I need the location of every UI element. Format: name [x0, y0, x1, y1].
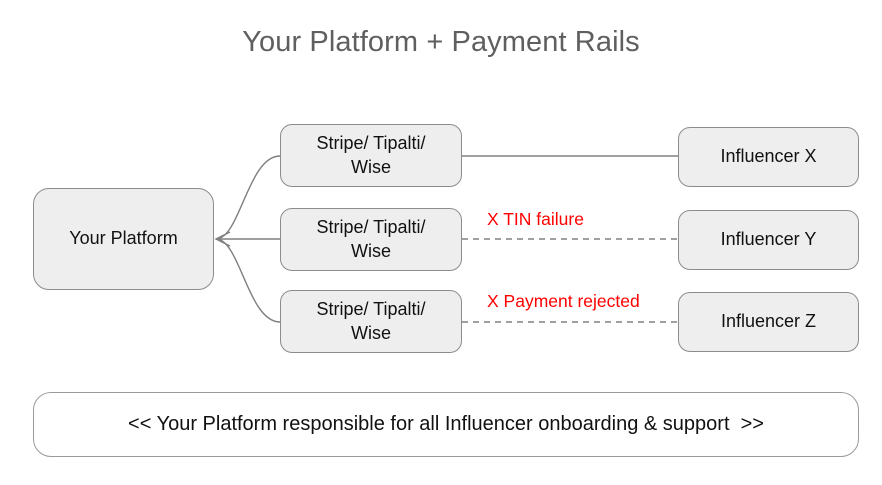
node-your-platform[interactable]: Your Platform [33, 188, 214, 290]
arrowhead-icon [214, 231, 231, 247]
error-label-payment-rejected: X Payment rejected [487, 291, 640, 311]
node-payment-rail-1[interactable]: Stripe/ Tipalti/ Wise [280, 124, 462, 187]
connector-platform-to-rail-1 [215, 155, 281, 240]
connector-platform-to-rail-3 [215, 238, 281, 323]
node-influencer-y-label: Influencer Y [720, 229, 817, 250]
node-influencer-y[interactable]: Influencer Y [678, 210, 859, 270]
node-influencer-x-label: Influencer X [720, 146, 817, 167]
node-payment-rail-1-label: Stripe/ Tipalti/ Wise [316, 133, 426, 177]
responsibility-banner: << Your Platform responsible for all Inf… [33, 392, 859, 457]
node-payment-rail-3[interactable]: Stripe/ Tipalti/ Wise [280, 290, 462, 353]
node-payment-rail-3-label: Stripe/ Tipalti/ Wise [316, 299, 426, 343]
node-your-platform-label: Your Platform [69, 228, 178, 249]
responsibility-banner-text: << Your Platform responsible for all Inf… [128, 413, 764, 435]
node-influencer-z-label: Influencer Z [720, 311, 817, 332]
error-label-tin-failure: X TIN failure [487, 209, 584, 229]
node-payment-rail-2-label: Stripe/ Tipalti/ Wise [316, 217, 426, 261]
node-payment-rail-2[interactable]: Stripe/ Tipalti/ Wise [280, 208, 462, 271]
node-influencer-x[interactable]: Influencer X [678, 127, 859, 187]
node-influencer-z[interactable]: Influencer Z [678, 292, 859, 352]
page-title: Your Platform + Payment Rails [242, 26, 640, 58]
